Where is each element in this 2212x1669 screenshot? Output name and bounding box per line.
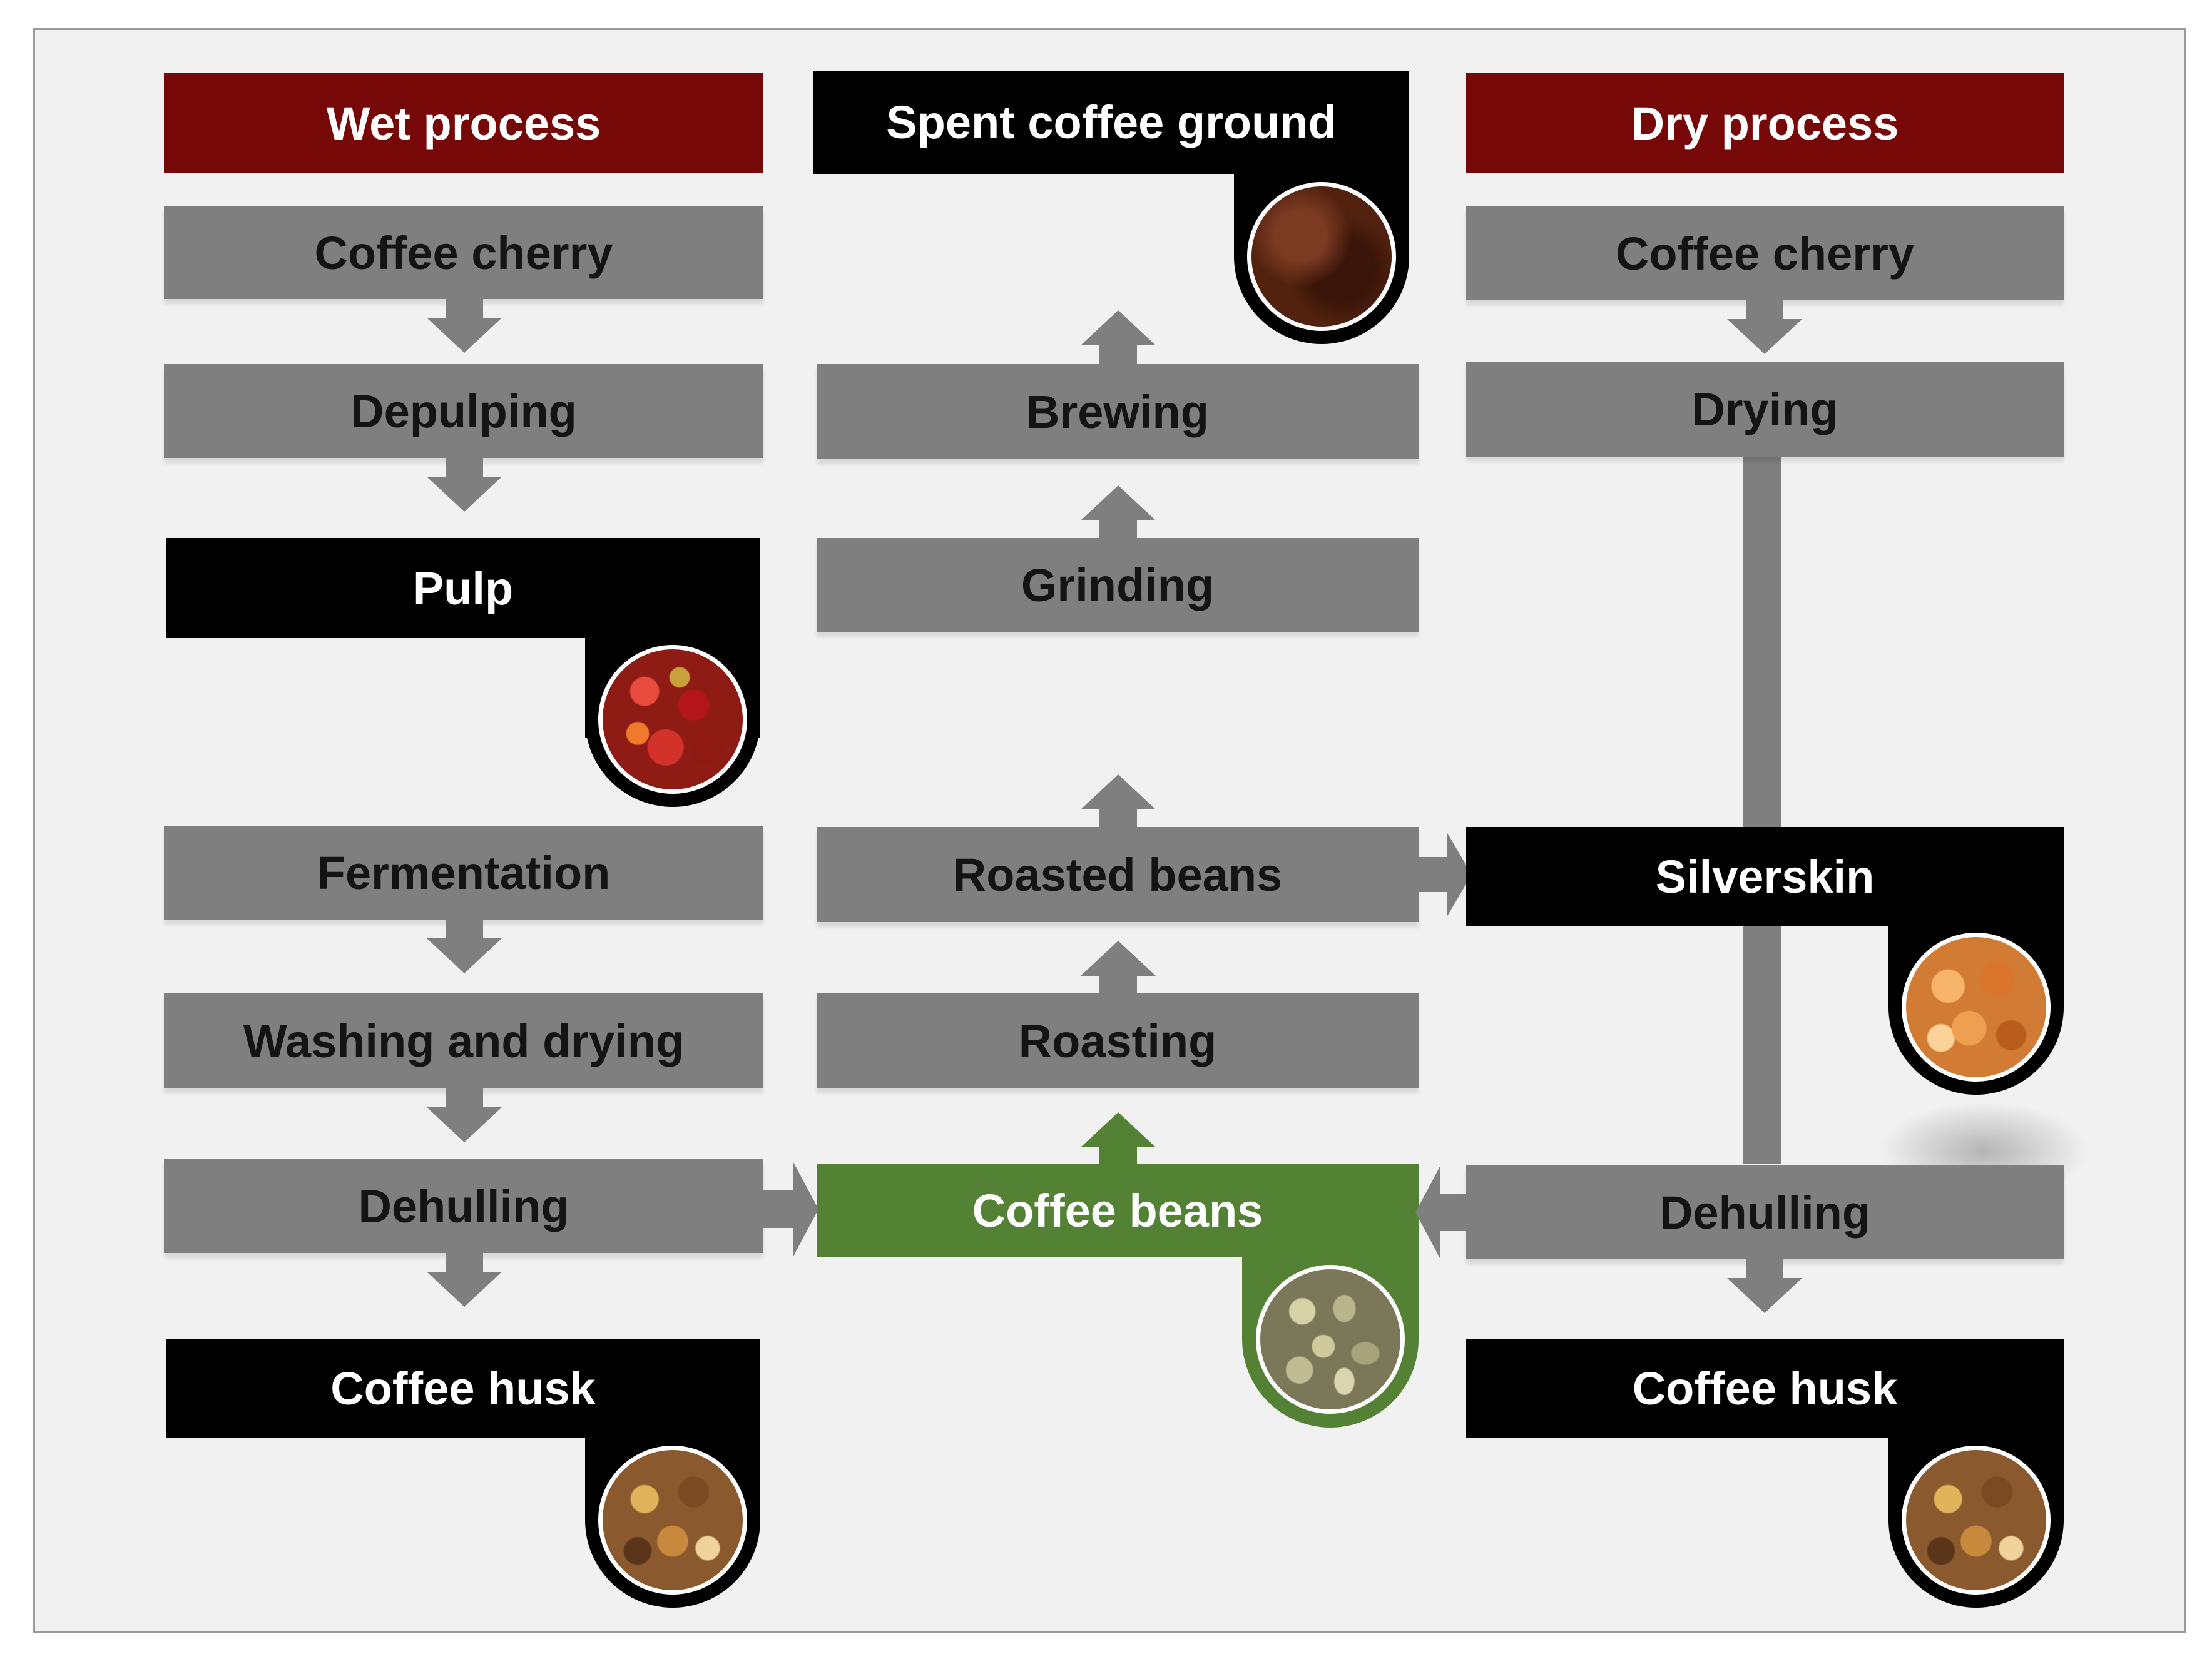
dry-step-drying: Drying	[1466, 362, 2064, 457]
wet-to-beans-arrow	[762, 1162, 818, 1256]
dry-byproduct-coffee-husk: Coffee husk	[1466, 1339, 2064, 1438]
roasted-to-silverskin-arrow	[1415, 832, 1472, 917]
wet-arrow-down-2	[427, 458, 502, 512]
wet-process-header: Wet process	[164, 73, 763, 173]
spent-coffee-ground-icon	[1247, 182, 1396, 331]
center-step-roasted-beans: Roasted beans	[817, 827, 1419, 922]
center-step-grinding: Grinding	[817, 538, 1419, 632]
coffee-beans-node: Coffee beans	[817, 1164, 1419, 1257]
coffee-pulp-icon	[598, 645, 747, 794]
dry-byproduct-silverskin: Silverskin	[1466, 827, 2064, 926]
green-coffee-beans-icon	[1256, 1265, 1405, 1414]
center-arrow-up-roasting	[1081, 941, 1156, 995]
wet-step-dehulling: Dehulling	[164, 1159, 763, 1253]
wet-step-coffee-cherry: Coffee cherry	[164, 206, 763, 299]
wet-step-fermentation: Fermentation	[164, 826, 763, 920]
wet-arrow-down-3	[427, 920, 502, 973]
dry-step-coffee-cherry: Coffee cherry	[1466, 206, 2064, 300]
center-step-brewing: Brewing	[817, 364, 1419, 459]
dry-arrow-down-1	[1727, 300, 1802, 354]
center-arrow-up-brewing	[1081, 310, 1156, 364]
wet-arrow-down-4	[427, 1088, 502, 1142]
wet-step-washing-drying: Washing and drying	[164, 993, 763, 1088]
dry-arrow-down-2	[1727, 1259, 1802, 1313]
center-arrow-up-roasted	[1081, 774, 1156, 828]
wet-byproduct-coffee-husk: Coffee husk	[166, 1339, 760, 1438]
wet-arrow-down-5	[427, 1253, 502, 1307]
center-arrow-up-beans	[1081, 1112, 1156, 1166]
wet-arrow-down-1	[427, 299, 502, 353]
dry-step-dehulling: Dehulling	[1466, 1165, 2064, 1259]
center-arrow-up-grinding	[1081, 485, 1156, 539]
dry-process-header: Dry process	[1466, 73, 2064, 173]
coffee-husk-icon	[598, 1446, 747, 1595]
silverskin-icon	[1902, 933, 2051, 1082]
coffee-husk-icon	[1902, 1446, 2051, 1595]
wet-step-depulping: Depulping	[164, 364, 763, 458]
center-step-roasting: Roasting	[817, 993, 1419, 1088]
spent-coffee-ground-header: Spent coffee ground	[813, 71, 1409, 174]
dry-connector-bar	[1743, 457, 1781, 1164]
dry-to-beans-arrow	[1415, 1165, 1472, 1259]
wet-byproduct-pulp: Pulp	[166, 538, 760, 638]
